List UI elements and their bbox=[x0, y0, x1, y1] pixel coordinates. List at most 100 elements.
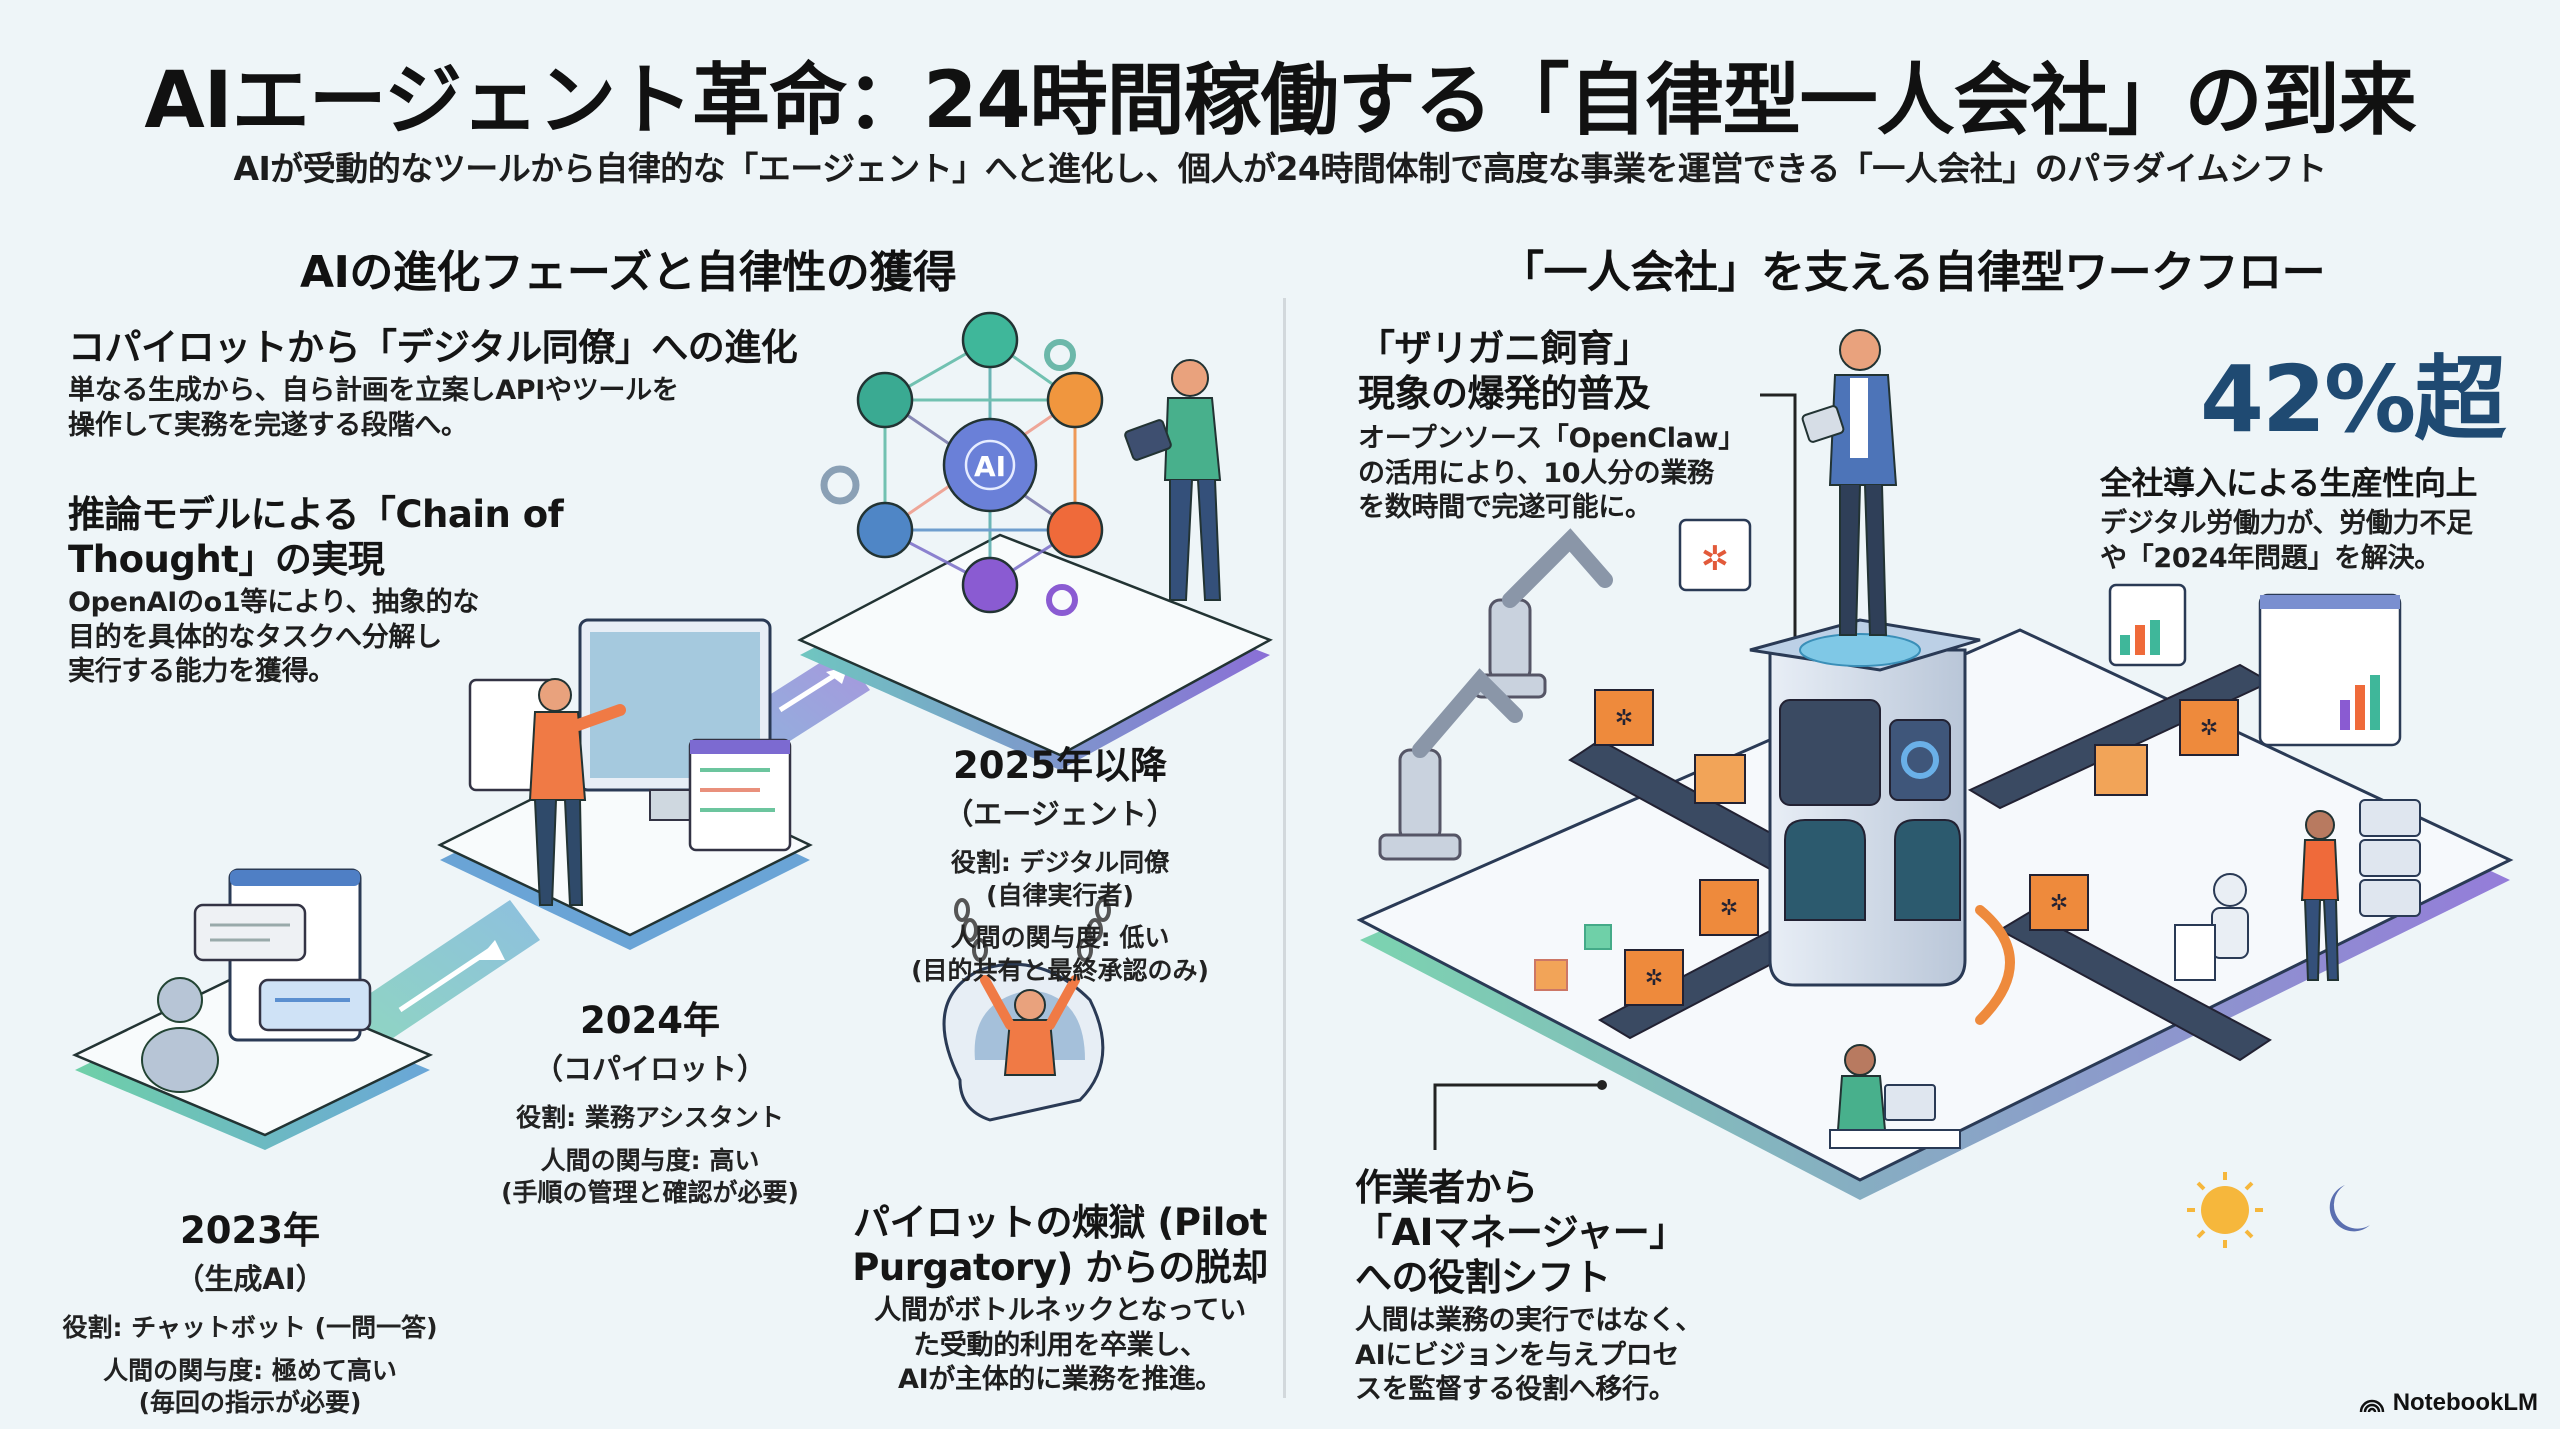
notebooklm-badge: NotebookLM bbox=[2359, 1389, 2538, 1417]
block-body-line: 単なる生成から、自ら計画を立案しAPIやツールを bbox=[68, 375, 679, 407]
tower-portal-right bbox=[1894, 819, 1961, 921]
section-divider bbox=[1283, 298, 1286, 1398]
tablet-icon bbox=[1801, 405, 1845, 443]
block-body-line: を数時間で完遂可能に。 bbox=[1358, 492, 1652, 524]
chain-of-thought-block: 推論モデルによる「Chain of Thought」の実現 OpenAIのo1等… bbox=[68, 492, 564, 690]
pilot-purgatory-block: パイロットの煉獄 (Pilot Purgatory) からの脱却 人間がボトルネ… bbox=[840, 1200, 1280, 1398]
data-flow-pipe bbox=[1975, 905, 2015, 1025]
block-title-line: 「ザリガニ飼育」 bbox=[1358, 327, 1650, 370]
conveyor-belt-bottom-right bbox=[1997, 910, 2272, 1062]
block-title-line: 推論モデルによる「Chain of bbox=[68, 493, 564, 536]
productivity-stat-block: 42%超 全社導入による生産性向上 デジタル労働力が、労働力不足 や「2024年… bbox=[2100, 325, 2506, 576]
server-stack-icon bbox=[2359, 799, 2421, 917]
block-body-line: AIが主体的に業務を推進。 bbox=[897, 1364, 1223, 1396]
block-title-line: 現象の爆発的普及 bbox=[1358, 372, 1650, 416]
svg-text:✲: ✲ bbox=[1720, 896, 1738, 921]
svg-text:✲: ✲ bbox=[1701, 539, 1730, 579]
network-node-icon bbox=[1046, 501, 1104, 559]
stage-role: 役割: デジタル同僚 bbox=[950, 848, 1170, 877]
stat-body-line: や「2024年問題」を解決。 bbox=[2100, 542, 2441, 574]
callout-line-crayfish bbox=[1760, 393, 1797, 715]
svg-text:✲: ✲ bbox=[1615, 706, 1633, 731]
stage-year: 2023年 bbox=[180, 1209, 320, 1252]
platform-2023 bbox=[71, 868, 434, 1150]
gear-icon bbox=[1901, 741, 1939, 779]
ai-manager-shift-block: 作業者から 「AIマネージャー」 への役割シフト 人間は業務の実行ではなく、 A… bbox=[1355, 1165, 1702, 1408]
stat-title: 全社導入による生産性向上 bbox=[2100, 464, 2478, 502]
box-icon bbox=[2094, 744, 2148, 796]
humanoid-robot-icon bbox=[2174, 873, 2249, 981]
block-body-line: た受動的利用を卒業し、 bbox=[913, 1329, 1207, 1361]
block-body-line: 人間がボトルネックとなってい bbox=[874, 1295, 1246, 1327]
autonomous-factory-illustration: ✲ ✲ ✲ ✲ ✲ ✲ bbox=[1356, 329, 2514, 1248]
stage-2025: 2025年以降 （エージェント） 役割: デジタル同僚 (自律実行者) 人間の関… bbox=[870, 735, 1250, 987]
block-title-line: 作業者から bbox=[1355, 1166, 1538, 1209]
network-node-icon bbox=[961, 556, 1019, 614]
tablet-icon bbox=[1124, 419, 1172, 461]
brand-name: NotebookLM bbox=[2392, 1389, 2538, 1416]
svg-text:✲: ✲ bbox=[2200, 716, 2218, 741]
block-body-line: 操作して実務を完遂する段階へ。 bbox=[68, 409, 468, 441]
stage-year: 2025年以降 bbox=[953, 744, 1167, 787]
small-cube-icon bbox=[1534, 959, 1568, 991]
dashboard-screen-icon bbox=[1889, 719, 1951, 801]
stage-2023: 2023年 （生成AI） 役割: チャットボット (一問一答) 人間の関与度: … bbox=[60, 1200, 440, 1420]
robot-arm-icon bbox=[1473, 528, 1613, 699]
stat-body-line: デジタル労働力が、労働力不足 bbox=[2100, 508, 2473, 540]
page-subtitle: AIが受動的なツールから自律的な「エージェント」へと進化し、個人が24時間体制で… bbox=[233, 149, 2327, 188]
moon-icon bbox=[2329, 1185, 2370, 1232]
block-title: コパイロットから「デジタル同僚」への進化 bbox=[68, 326, 798, 369]
block-body-line: AIにビジョンを与えプロセ bbox=[1355, 1339, 1680, 1371]
stage-year: 2024年 bbox=[580, 999, 720, 1042]
block-body-line: 人間は業務の実行ではなく、 bbox=[1355, 1305, 1703, 1337]
crayfish-box-icon: ✲ bbox=[2179, 699, 2239, 756]
stage-role: 役割: 業務アシスタント bbox=[516, 1103, 784, 1132]
crayfish-box-icon: ✲ bbox=[2029, 874, 2089, 931]
tower-screen bbox=[1779, 699, 1881, 806]
tower-portal-left bbox=[1784, 819, 1866, 921]
block-body-line: 目的を具体的なタスクへ分解し bbox=[68, 621, 442, 653]
progress-arrow-2023-2024 bbox=[330, 900, 540, 1060]
block-title-line: への役割シフト bbox=[1355, 1256, 1611, 1300]
stage-role: 役割: チャットボット (一問一答) bbox=[62, 1313, 438, 1342]
right-section-heading: 「一人会社」を支える自律型ワークフロー bbox=[1500, 247, 2326, 298]
network-node-icon bbox=[856, 501, 914, 559]
gear-icon bbox=[1046, 584, 1078, 616]
stage-involvement-note: (手順の管理と確認が必要) bbox=[501, 1178, 799, 1207]
svg-text:✲: ✲ bbox=[2050, 891, 2068, 916]
platform-2024 bbox=[437, 618, 813, 950]
small-cube-icon bbox=[1584, 924, 1612, 950]
chart-monitor-icon bbox=[2108, 583, 2187, 667]
stage-role-note: (自律実行者) bbox=[986, 880, 1134, 910]
gear-icon bbox=[820, 465, 860, 505]
checklist-icon bbox=[2174, 924, 2216, 981]
chat-bubble-icon bbox=[258, 978, 372, 1032]
robot-arm-icon bbox=[1378, 668, 1523, 861]
person-icon bbox=[1014, 989, 1046, 1021]
network-node-icon bbox=[856, 371, 914, 429]
laptop-worker-icon bbox=[1829, 1044, 1961, 1149]
svg-text:✲: ✲ bbox=[1645, 966, 1663, 991]
block-body-line: の活用により、10人分の業務 bbox=[1358, 457, 1714, 489]
laptop-icon bbox=[1884, 1084, 1936, 1121]
block-title-line: パイロットの煉獄 (Pilot bbox=[853, 1201, 1267, 1244]
pilot-escape-illustration bbox=[942, 898, 1111, 1122]
block-body-line: スを監督する役割へ移行。 bbox=[1355, 1374, 1676, 1406]
block-body-line: 実行する能力を獲得。 bbox=[68, 656, 335, 688]
glowing-pad-icon bbox=[1799, 633, 1921, 667]
central-ai-tower bbox=[1749, 618, 1981, 987]
stage-label: （エージェント） bbox=[944, 797, 1176, 831]
network-node-icon bbox=[1046, 371, 1104, 429]
stage-involvement: 人間の関与度: 低い bbox=[950, 923, 1170, 952]
crayfish-phenomenon-block: 「ザリガニ飼育」 現象の爆発的普及 オープンソース「OpenClaw」 の活用に… bbox=[1358, 326, 1745, 526]
box-icon bbox=[1694, 754, 1746, 804]
block-body-line: OpenAIのo1等により、抽象的な bbox=[68, 587, 480, 619]
page-title: AIエージェント革命：24時間稼働する「自律型一人会社」の到来 bbox=[144, 56, 2416, 146]
supervisor-person-icon bbox=[1801, 329, 1898, 636]
stage-involvement: 人間の関与度: 極めて高い bbox=[103, 1355, 397, 1385]
callout-line-manager bbox=[1433, 1083, 1600, 1150]
stage-involvement: 人間の関与度: 高い bbox=[540, 1145, 760, 1175]
notebooklm-logo-icon bbox=[2359, 1399, 2384, 1413]
sun-icon bbox=[2187, 1172, 2263, 1248]
platform-2025: AI bbox=[797, 311, 1273, 770]
